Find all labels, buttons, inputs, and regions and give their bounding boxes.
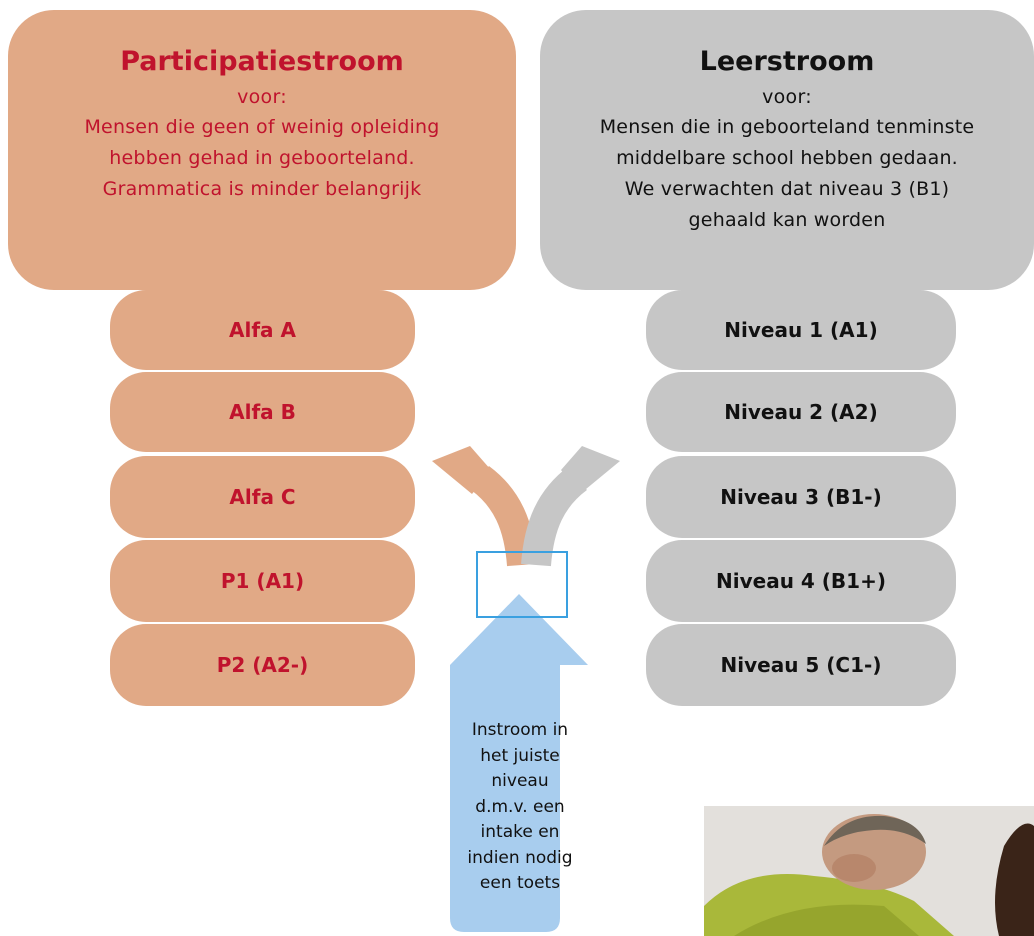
- student-photo: [704, 806, 1034, 936]
- participation-stream-title: Participatiestroom: [120, 46, 404, 77]
- participation-stream-for-label: voor:: [237, 86, 287, 108]
- learning-level-niveau-1: Niveau 1 (A1): [646, 290, 956, 370]
- learning-stream-title: Leerstroom: [699, 46, 875, 77]
- learning-stream-description: Mensen die in geboorteland tenminste mid…: [599, 116, 975, 231]
- participation-stream-box: Participatiestroom voor: Mensen die geen…: [8, 10, 516, 290]
- learning-level-niveau-4: Niveau 4 (B1+): [646, 540, 956, 622]
- learning-stream-box: Leerstroom voor: Mensen die in geboortel…: [540, 10, 1034, 290]
- participation-level-alfa-b: Alfa B: [110, 372, 415, 452]
- intake-split-box: [476, 551, 568, 618]
- intake-text: Instroom in het juiste niveau d.m.v. een…: [467, 720, 573, 893]
- participation-level-p1: P1 (A1): [110, 540, 415, 622]
- participation-arrow-head: [432, 446, 491, 494]
- participation-level-alfa-a: Alfa A: [110, 290, 415, 370]
- participation-stream-description: Mensen die geen of weinig opleiding hebb…: [84, 116, 440, 200]
- learning-stream-for-label: voor:: [762, 86, 812, 108]
- learning-level-niveau-5: Niveau 5 (C1-): [646, 624, 956, 706]
- participation-level-alfa-c: Alfa C: [110, 456, 415, 538]
- learning-level-niveau-3: Niveau 3 (B1-): [646, 456, 956, 538]
- learning-arrow-head: [561, 446, 620, 494]
- participation-level-p2: P2 (A2-): [110, 624, 415, 706]
- intake-up-arrow: [450, 594, 588, 932]
- learning-level-niveau-2: Niveau 2 (A2): [646, 372, 956, 452]
